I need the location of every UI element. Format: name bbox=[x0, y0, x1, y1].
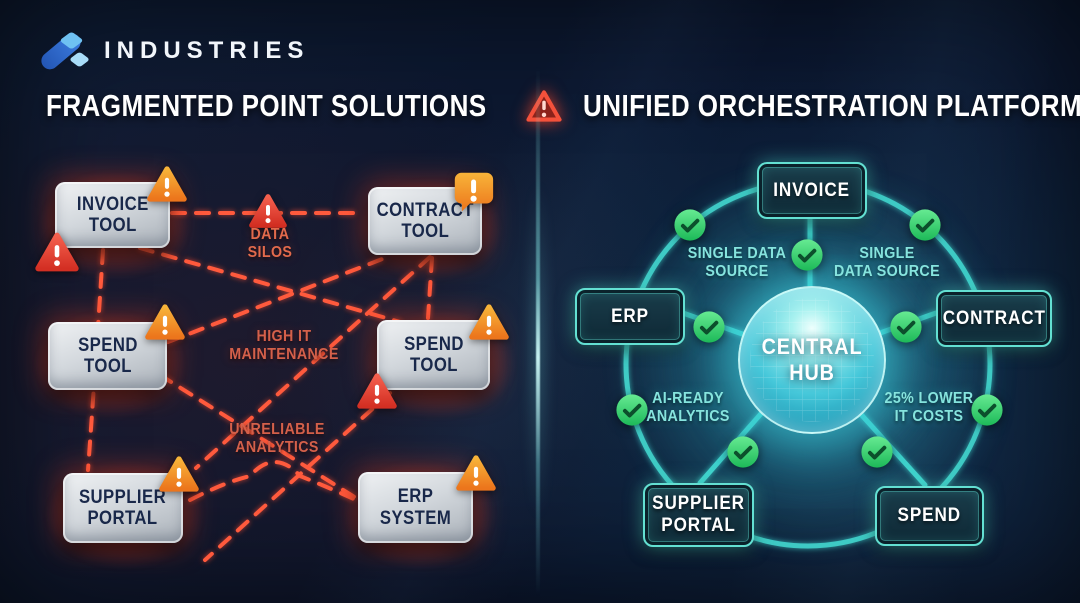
warning-triangle-icon bbox=[34, 230, 80, 274]
erp-node-box: ERP bbox=[575, 288, 685, 345]
benefit-label-lower-it-costs: 25% LOWER IT COSTS bbox=[884, 390, 974, 426]
brand-name: INDUSTRIES bbox=[104, 37, 310, 64]
checkmark-icon bbox=[970, 393, 1004, 427]
spend-node-box: SPEND bbox=[875, 486, 984, 546]
warning-triangle-icon bbox=[455, 453, 497, 493]
checkmark-icon bbox=[615, 393, 649, 427]
pain-label-unreliable-analytics: UNRELIABLE ANALYTICS bbox=[229, 421, 325, 457]
supplier-portal-node-box: SUPPLIER PORTAL bbox=[643, 483, 754, 547]
panel-divider bbox=[536, 66, 540, 596]
industries-logo-icon bbox=[37, 26, 96, 74]
warning-triangle-icon bbox=[146, 164, 188, 204]
invoice-tool-box: INVOICE TOOL bbox=[55, 182, 170, 248]
warning-triangle-icon bbox=[158, 454, 200, 494]
benefit-label-ai-ready-analytics: AI-READY ANALYTICS bbox=[646, 390, 730, 426]
checkmark-icon bbox=[908, 208, 942, 242]
warning-triangle-icon bbox=[356, 371, 398, 411]
warning-triangle-icon bbox=[468, 302, 510, 342]
benefit-label-single-data-source-right: SINGLE DATA SOURCE bbox=[833, 245, 940, 281]
invoice-node-box: INVOICE bbox=[757, 162, 867, 219]
left-panel-title: FRAGMENTED POINT SOLUTIONS bbox=[46, 88, 563, 124]
pain-label-high-it-maintenance: HIGH IT MAINTENANCE bbox=[229, 328, 339, 364]
warning-triangle-icon bbox=[248, 192, 288, 230]
checkmark-icon bbox=[889, 310, 923, 344]
benefit-label-single-data-source-left: SINGLE DATA SOURCE bbox=[687, 245, 787, 281]
alert-badge-icon bbox=[450, 168, 496, 214]
checkmark-icon bbox=[790, 238, 824, 272]
checkmark-icon bbox=[860, 435, 894, 469]
right-panel-title: UNIFIED ORCHESTRATION PLATFORM bbox=[583, 88, 1080, 124]
contract-node-box: CONTRACT bbox=[936, 290, 1052, 347]
left-title-text: FRAGMENTED POINT SOLUTIONS bbox=[46, 88, 487, 123]
warning-triangle-icon bbox=[144, 302, 186, 342]
checkmark-icon bbox=[726, 435, 760, 469]
checkmark-icon bbox=[673, 208, 707, 242]
warning-triangle-icon bbox=[525, 88, 563, 124]
right-title-text: UNIFIED ORCHESTRATION PLATFORM bbox=[583, 88, 1080, 124]
spend-tool-box-right: SPEND TOOL bbox=[377, 320, 490, 390]
central-hub: CENTRAL HUB bbox=[738, 286, 886, 434]
erp-system-box: ERP SYSTEM bbox=[358, 472, 473, 543]
pain-label-data-silos: DATA SILOS bbox=[247, 226, 293, 262]
checkmark-icon bbox=[692, 310, 726, 344]
spend-tool-box-left: SPEND TOOL bbox=[48, 322, 167, 390]
